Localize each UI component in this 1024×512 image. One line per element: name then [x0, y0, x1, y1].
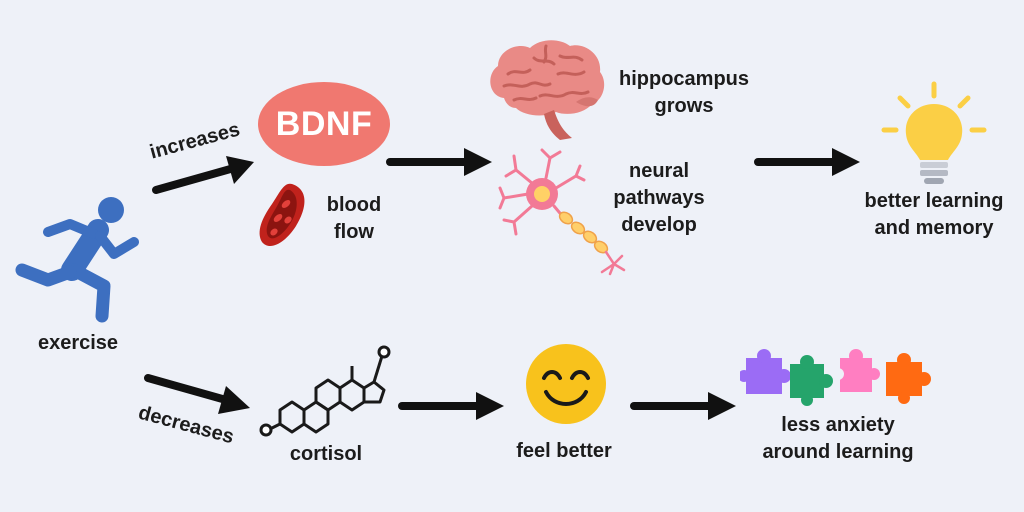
decreases-arrow: [144, 374, 250, 414]
exercise-label: exercise: [37, 332, 119, 354]
bdnf-to-brain-arrow: [386, 148, 492, 176]
bdnf-label: BDNF: [275, 104, 373, 143]
cortisol-to-smiley-arrow: [398, 392, 504, 420]
increases-arrow: [152, 156, 254, 194]
puzzle-pieces-icon: [740, 349, 931, 406]
blood-vessel-icon: [259, 183, 305, 247]
lightbulb-icon: [881, 81, 987, 184]
cortisol-label: cortisol: [289, 443, 363, 465]
brain-icon: [490, 40, 605, 140]
feel-better-label: feel better: [516, 440, 612, 462]
smiley-to-puzzle-arrow: [630, 392, 736, 420]
bdnf-blob-icon: [258, 82, 390, 166]
neuron-icon: [498, 148, 626, 276]
running-person-icon: [15, 197, 139, 323]
steroid-molecule-icon: [259, 345, 391, 437]
smiley-face-icon: [526, 344, 606, 424]
to-better-learning-arrow: [754, 148, 860, 176]
